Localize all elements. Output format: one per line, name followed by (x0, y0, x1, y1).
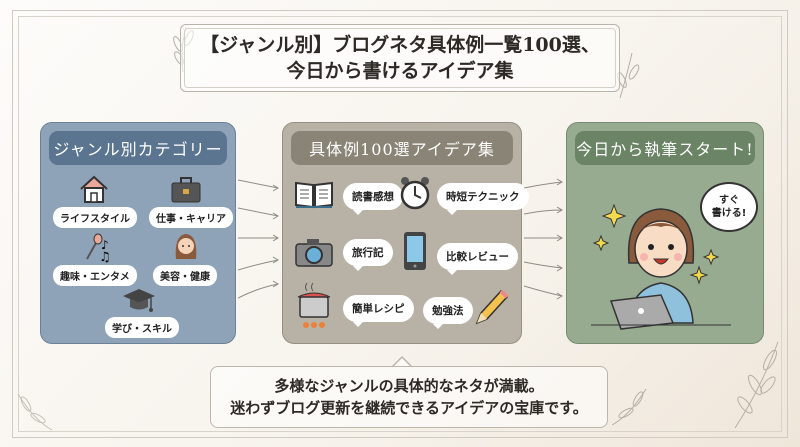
idea-bubble: 比較レビュー (437, 243, 518, 275)
graduation-cap-icon (123, 289, 155, 312)
description-box: 多様なジャンルの具体的なネタが満載。 迷わずブログ更新を継続できるアイデアの宝庫… (210, 366, 608, 428)
idea-bubble: 簡単レシピ (343, 295, 414, 327)
title-line-1: 【ジャンル別】ブログネタ具体例一覧100選、 (200, 34, 600, 56)
camera-icon (295, 239, 333, 267)
house-icon (80, 175, 108, 203)
speech-line-1: すぐ (719, 195, 739, 206)
smartphone-icon (404, 232, 426, 270)
idea-bubble: 勉強法 (423, 297, 473, 329)
briefcase-icon (171, 177, 201, 203)
category-tag: 仕事・キャリア (149, 207, 233, 228)
idea-bubble: 読書感想 (343, 183, 403, 215)
alarm-clock-icon (400, 177, 430, 210)
genre-categories-panel: ジャンル別カテゴリー ライフスタイル 仕事・キャリア ♪♫ 趣味・エンタメ 美容… (40, 122, 236, 344)
panel-header: 今日から執筆スタート! (575, 131, 755, 165)
speech-bubble: すぐ 書ける! (700, 182, 758, 232)
svg-text:♫: ♫ (99, 250, 111, 263)
speech-line-2: 書ける! (711, 208, 747, 219)
ideas-panel: 具体例100選アイデア集 読書感想 時短テクニック 旅行記 比較レビュー 簡単レ… (282, 122, 529, 344)
leaf-decoration-icon (611, 388, 647, 426)
category-tag: 趣味・エンタメ (53, 265, 137, 286)
leaf-decoration-icon (734, 341, 779, 429)
category-tag: 美容・健康 (153, 265, 217, 286)
leaf-decoration-icon (17, 393, 53, 431)
pointer-icon (392, 356, 412, 368)
connector-arrows (524, 178, 563, 300)
music-icon: ♪♫ (86, 233, 111, 263)
cooking-pot-icon (297, 282, 331, 328)
svg-text:♪: ♪ (101, 238, 109, 252)
outer-frame (12, 10, 788, 438)
woman-with-laptop-illustration (591, 203, 731, 330)
title-box: 【ジャンル別】ブログネタ具体例一覧100選、 今日から書けるアイデア集 (180, 24, 620, 92)
category-tag: ライフスタイル (53, 207, 137, 228)
inner-frame (18, 16, 782, 432)
start-writing-panel: 今日から執筆スタート! (566, 122, 764, 344)
pencil-icon (475, 289, 509, 325)
idea-bubble: 時短テクニック (437, 183, 529, 215)
book-icon (295, 181, 333, 209)
description-line-2: 迷わずブログ更新を継続できるアイデアの宝庫です。 (230, 399, 588, 417)
woman-face-icon (175, 234, 197, 259)
idea-bubble: 旅行記 (343, 239, 393, 271)
description-line-1: 多様なジャンルの具体的なネタが満載。 (274, 377, 544, 395)
panel-header: 具体例100選アイデア集 (291, 131, 513, 165)
connector-arrows (238, 179, 279, 299)
title-line-2: 今日から書けるアイデア集 (286, 60, 514, 82)
category-tag: 学び・スキル (105, 317, 179, 338)
panel-header: ジャンル別カテゴリー (49, 131, 227, 165)
